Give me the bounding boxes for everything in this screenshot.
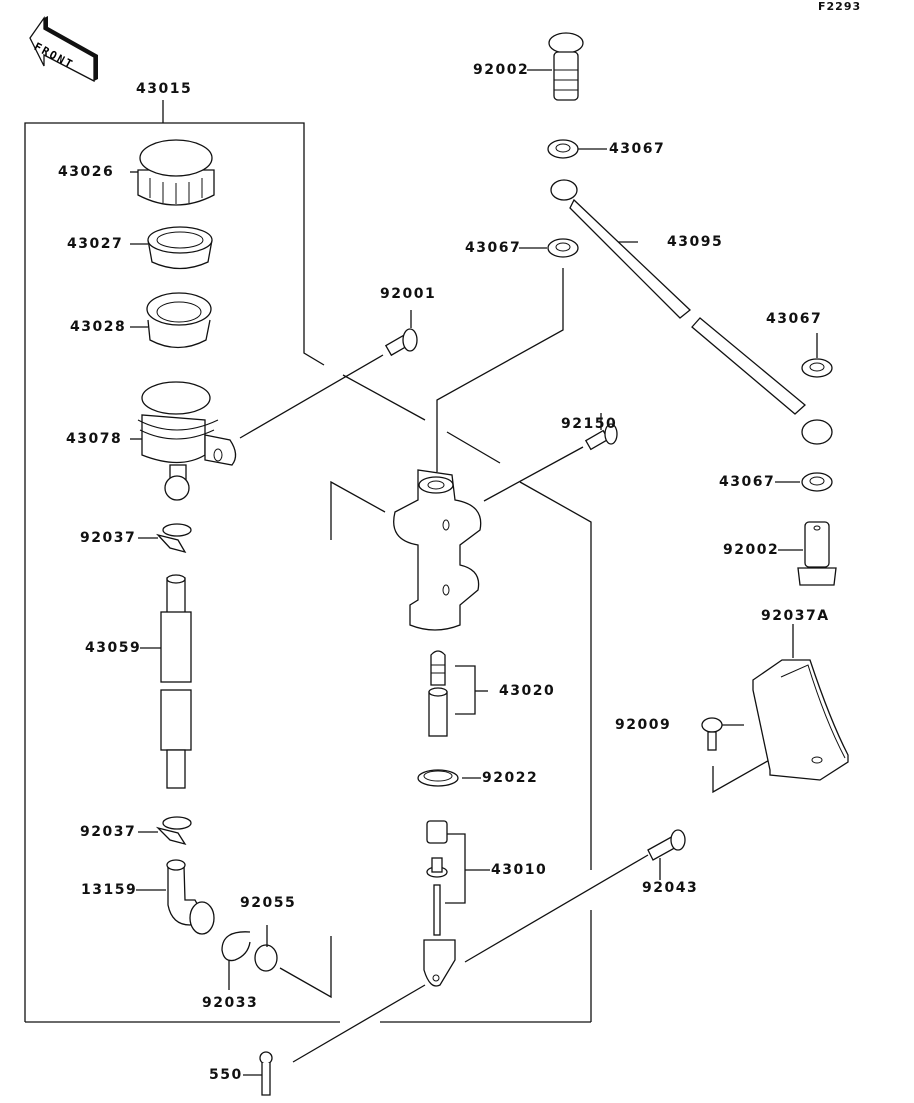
part-label-43010[interactable]: 43010 [491, 862, 548, 878]
part-label-92037-lower[interactable]: 92037 [80, 824, 137, 840]
part-label-92055[interactable]: 92055 [240, 895, 297, 911]
part-label-43015[interactable]: 43015 [136, 81, 193, 97]
bolt-icon [384, 328, 418, 357]
part-label-43095[interactable]: 43095 [667, 234, 724, 250]
brake-hose-icon [550, 179, 833, 445]
part-label-43059[interactable]: 43059 [85, 640, 142, 656]
part-label-92037A[interactable]: 92037A [761, 608, 830, 624]
washer-icon [801, 472, 833, 492]
piston-kit-icon [428, 650, 448, 737]
diaphragm-icon [146, 292, 212, 349]
washer-icon [801, 358, 833, 378]
part-label-43067-a[interactable]: 43067 [609, 141, 666, 157]
part-label-92037-upper[interactable]: 92037 [80, 530, 137, 546]
part-label-43067-b[interactable]: 43067 [465, 240, 522, 256]
part-label-550[interactable]: 550 [209, 1067, 243, 1083]
washer-icon [547, 238, 579, 258]
part-label-43067-d[interactable]: 43067 [719, 474, 776, 490]
bolt-icon [584, 423, 618, 451]
banjo-bolt-icon [797, 521, 837, 586]
part-label-43027[interactable]: 43027 [67, 236, 124, 252]
part-label-92033[interactable]: 92033 [202, 995, 259, 1011]
o-ring-icon [254, 944, 278, 972]
figure-code: F2293 [818, 0, 862, 13]
part-label-43078[interactable]: 43078 [66, 431, 123, 447]
front-arrow-icon [29, 15, 98, 83]
pin-icon [647, 829, 686, 861]
plate-icon [147, 226, 213, 270]
part-label-43020[interactable]: 43020 [499, 683, 556, 699]
master-cylinder-body-icon [393, 469, 482, 631]
hose-fitting-icon [166, 859, 215, 935]
push-rod-icon [423, 820, 456, 987]
part-label-92009[interactable]: 92009 [615, 717, 672, 733]
part-label-92002-upper[interactable]: 92002 [473, 62, 530, 78]
part-label-92150[interactable]: 92150 [561, 416, 618, 432]
reservoir-cap-icon [137, 139, 215, 206]
part-label-92043[interactable]: 92043 [642, 880, 699, 896]
circlip-icon [417, 769, 459, 787]
washer-icon [547, 139, 579, 159]
part-label-43026[interactable]: 43026 [58, 164, 115, 180]
reservoir-icon [137, 381, 237, 501]
part-label-43067-c[interactable]: 43067 [766, 311, 823, 327]
part-label-92001[interactable]: 92001 [380, 286, 437, 302]
reservoir-hose-icon [160, 574, 192, 789]
assembly-frame [24, 100, 592, 1023]
part-label-43028[interactable]: 43028 [70, 319, 127, 335]
part-label-92022[interactable]: 92022 [482, 770, 539, 786]
hose-guide-icon [752, 659, 849, 781]
part-label-92002-lower[interactable]: 92002 [723, 542, 780, 558]
part-label-13159[interactable]: 13159 [81, 882, 138, 898]
banjo-bolt-icon [548, 32, 584, 101]
cotter-pin-icon [259, 1051, 273, 1096]
screw-icon [701, 717, 723, 751]
circlip-icon [221, 931, 251, 962]
hose-clamp-icon [156, 523, 192, 554]
hose-clamp-icon [155, 816, 192, 846]
